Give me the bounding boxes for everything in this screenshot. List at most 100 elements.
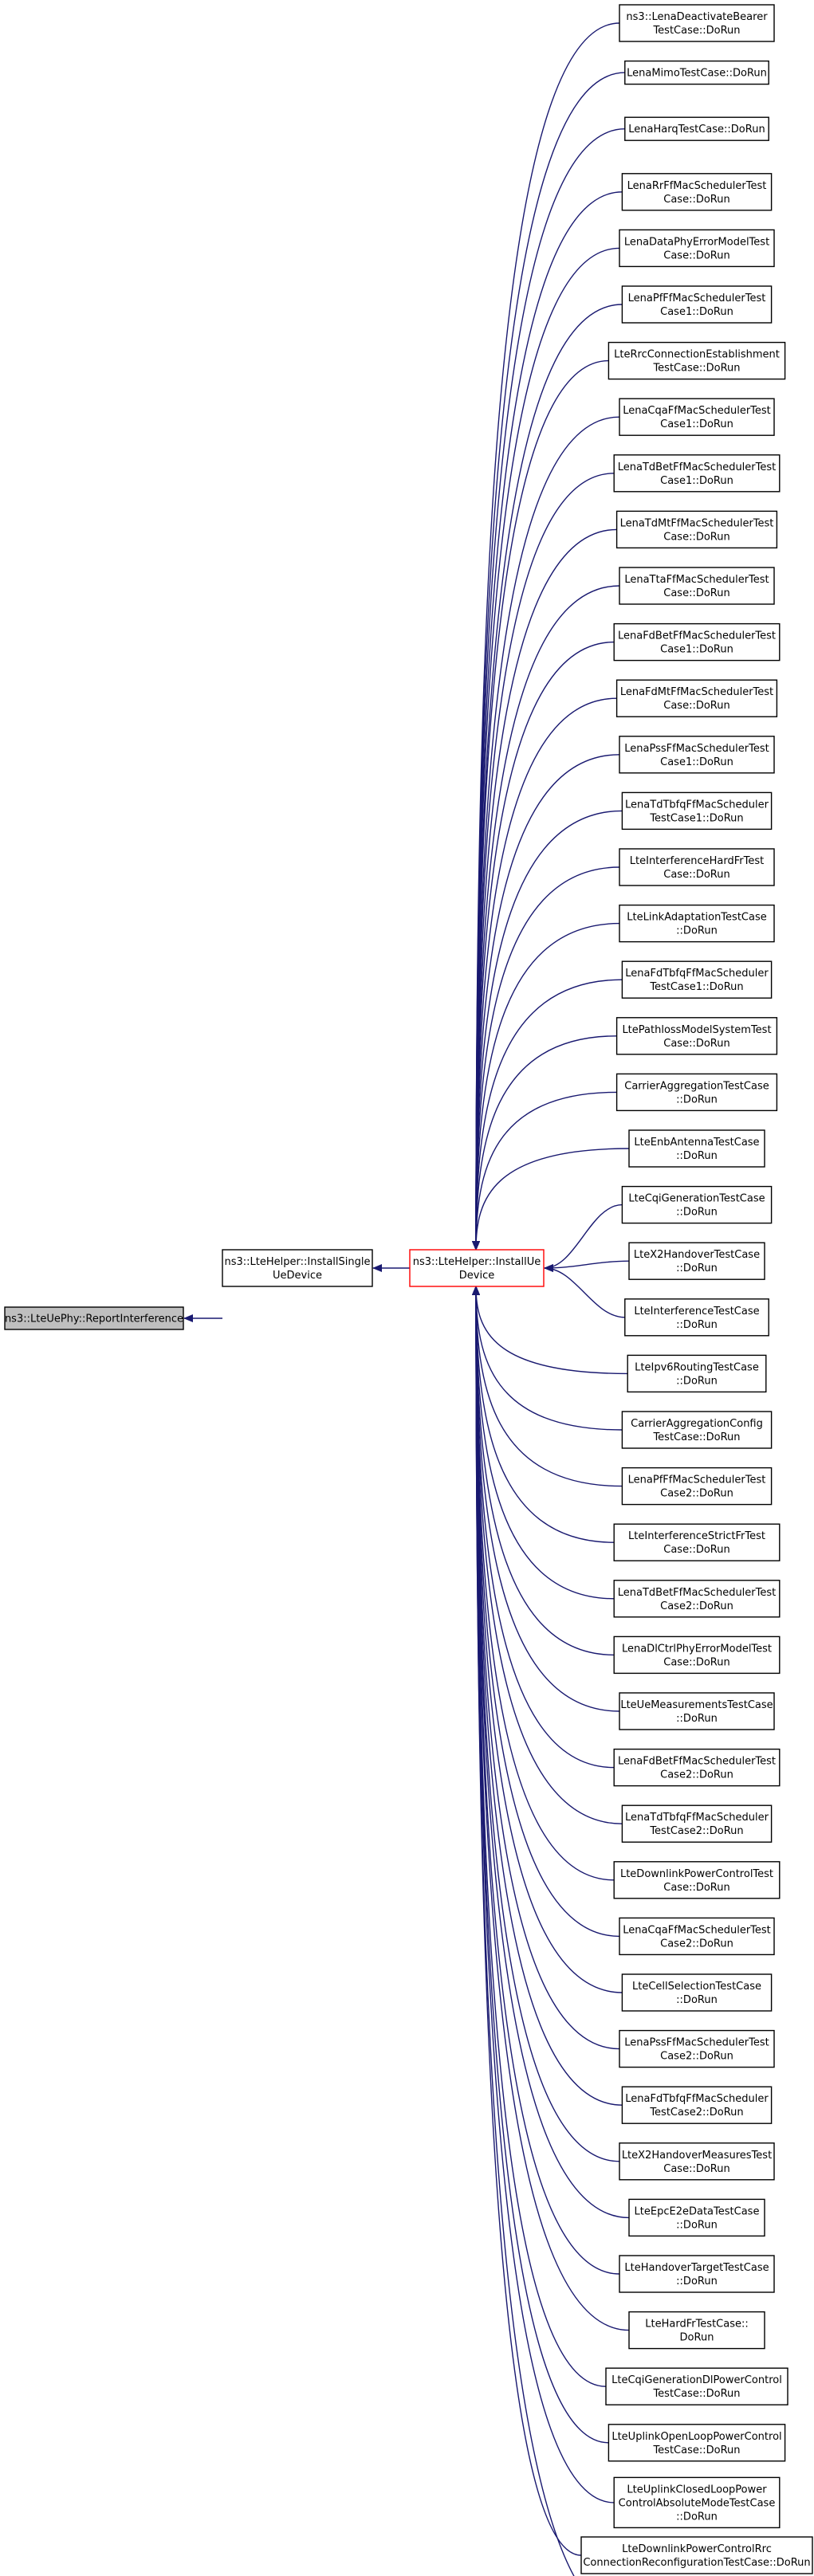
- root-node-box: [4, 1306, 184, 1330]
- caller-node[interactable]: LteHandoverTargetTestCase::DoRun: [619, 2255, 775, 2293]
- edge-caller-to-install-ue-device: [472, 191, 623, 1251]
- caller-node-label-line: LenaTdMtFfMacSchedulerTest: [620, 517, 774, 529]
- caller-node[interactable]: LenaHarqTestCase::DoRun: [624, 116, 769, 141]
- caller-node-label-line: Case2::DoRun: [660, 2051, 733, 2063]
- edge-caller-to-install-ue-device: [472, 585, 620, 1251]
- caller-node[interactable]: LteEpcE2eDataTestCase::DoRun: [628, 2198, 765, 2237]
- caller-node[interactable]: LteUeMeasurementsTestCase::DoRun: [619, 1692, 775, 1730]
- caller-node-label-line: ::DoRun: [676, 1713, 718, 1725]
- edge-caller-to-install-ue-device: [472, 1286, 623, 1993]
- caller-node[interactable]: LteInterferenceTestCase::DoRun: [624, 1298, 769, 1337]
- caller-node-label-line: LteDownlinkPowerControlTest: [620, 1868, 773, 1880]
- caller-node[interactable]: LteCqiGenerationDlPowerControlTestCase::…: [605, 2367, 788, 2405]
- caller-node[interactable]: LteX2HandoverTestCase::DoRun: [628, 1242, 765, 1280]
- caller-node[interactable]: LteIpv6RoutingTestCase::DoRun: [627, 1354, 767, 1393]
- caller-node-box: [613, 622, 781, 662]
- caller-node-box: [619, 1692, 775, 1730]
- caller-node-label-line: ::DoRun: [676, 1094, 718, 1105]
- caller-node-label-line: LenaFdTbfqFfMacScheduler: [625, 968, 769, 980]
- edge-caller-to-install-ue-device: [472, 922, 620, 1251]
- caller-node-label-line: Case::DoRun: [663, 531, 729, 543]
- caller-node-label-line: LteX2HandoverMeasuresTest: [622, 2150, 772, 2162]
- caller-node-box: [627, 1354, 767, 1393]
- caller-node-box: [621, 791, 773, 831]
- caller-node[interactable]: CarrierAggregationTestCase::DoRun: [615, 1073, 778, 1112]
- caller-node-label-line: ControlAbsoluteModeTestCase: [619, 2497, 776, 2509]
- caller-node[interactable]: LteUplinkClosedLoopPowerControlAbsoluteM…: [613, 2476, 781, 2529]
- install-single-ue-device-node-label-line: ns3::LteHelper::InstallSingle: [225, 1256, 371, 1268]
- caller-node[interactable]: LteCqiGenerationTestCase::DoRun: [621, 1185, 773, 1224]
- caller-node[interactable]: LteRrcConnectionEstablishmentTestCase::D…: [608, 341, 786, 380]
- edge-caller-to-install-ue-device: [472, 1091, 617, 1251]
- caller-node-label-line: LteCqiGenerationTestCase: [628, 1193, 765, 1205]
- caller-node-label-line: Case1::DoRun: [660, 756, 733, 768]
- caller-node-label-line: LteRrcConnectionEstablishment: [614, 349, 780, 361]
- caller-node-label-line: LteLinkAdaptationTestCase: [627, 912, 766, 924]
- caller-node-label-line: LteUplinkOpenLoopPowerControl: [611, 2431, 781, 2443]
- caller-node-box: [613, 1748, 781, 1787]
- caller-node-label-line: Case::DoRun: [663, 1882, 729, 1894]
- caller-node-label-line: ns3::LenaDeactivateBearer: [626, 11, 768, 23]
- caller-node-box: [621, 1467, 773, 1506]
- caller-node-box: [619, 736, 775, 774]
- caller-node[interactable]: LteDownlinkPowerControlRrcConnectionReco…: [580, 2536, 813, 2574]
- caller-node-label-line: TestCase::DoRun: [652, 2444, 740, 2456]
- caller-node-label-line: Case2::DoRun: [660, 1488, 733, 1500]
- caller-node-box: [619, 2142, 775, 2181]
- caller-node[interactable]: LteUplinkOpenLoopPowerControlTestCase::D…: [608, 2424, 786, 2462]
- edges-layer: [183, 22, 630, 2576]
- caller-node-label-line: CarrierAggregationTestCase: [624, 1080, 769, 1092]
- edge-caller-to-install-ue-device: [472, 1286, 609, 2444]
- caller-node[interactable]: LteEnbAntennaTestCase::DoRun: [628, 1129, 765, 1168]
- edge-caller-to-install-ue-device: [472, 1286, 615, 1881]
- caller-node-label-line: LteIpv6RoutingTestCase: [635, 1361, 759, 1373]
- caller-node-box: [619, 567, 775, 605]
- caller-node[interactable]: LenaMimoTestCase::DoRun: [624, 60, 769, 85]
- caller-node[interactable]: LteCellSelectionTestCase::DoRun: [621, 1973, 773, 2012]
- install-single-ue-device-node-label-line: UeDevice: [273, 1270, 322, 1282]
- caller-node-label-line: LteCqiGenerationDlPowerControl: [611, 2374, 782, 2386]
- root-node[interactable]: ns3::LteUePhy::ReportInterference: [4, 1306, 184, 1330]
- caller-node-label-line: ::DoRun: [676, 1207, 718, 1219]
- edge-caller-to-install-ue-device: [472, 1286, 620, 1712]
- caller-node-box: [628, 2198, 765, 2237]
- edge-caller-to-install-ue-device: [472, 1286, 615, 1600]
- edge-caller-to-install-ue-device: [472, 416, 620, 1251]
- caller-node-label-line: LenaTdBetFfMacSchedulerTest: [618, 1587, 777, 1599]
- caller-node-label-line: ConnectionReconfigurationTestCase::DoRun: [583, 2557, 810, 2569]
- caller-node-label-line: LenaTdTbfqFfMacScheduler: [625, 1812, 769, 1824]
- caller-node-label-line: TestCase::DoRun: [652, 25, 740, 37]
- caller-node-label-line: LenaPssFfMacSchedulerTest: [624, 743, 769, 755]
- caller-node[interactable]: LteLinkAdaptationTestCase::DoRun: [619, 904, 775, 943]
- caller-node[interactable]: LteHardFrTestCase::DoRun: [628, 2311, 765, 2350]
